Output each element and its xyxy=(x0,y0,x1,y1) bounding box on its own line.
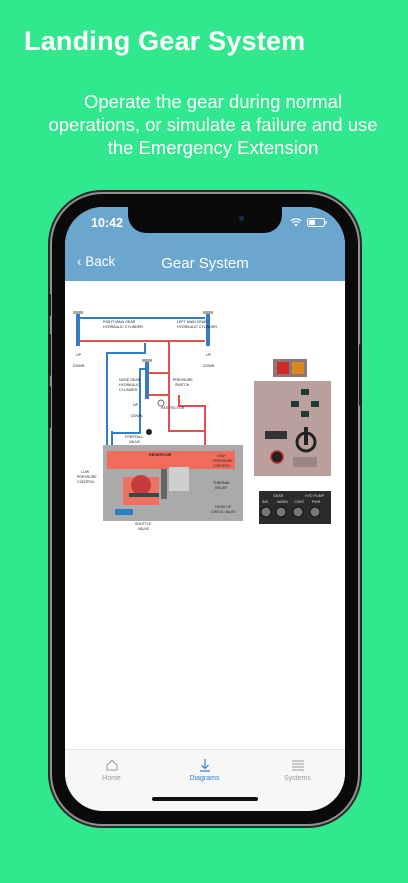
gear-diagram: RIGHT MAIN GEAR HYDRAULIC CYLINDER LEFT … xyxy=(73,311,331,531)
phone-frame: 10:42 ‹ Back Gear System xyxy=(48,194,362,824)
screen: 10:42 ‹ Back Gear System xyxy=(65,207,345,811)
breaker-ind-label: IND xyxy=(262,500,269,504)
down-label-nose: DOWN xyxy=(131,414,143,418)
camera-icon xyxy=(239,216,244,221)
gear-header: GEAR xyxy=(273,494,284,498)
home-icon xyxy=(106,759,117,771)
restrictor-label: RESTRICTOR xyxy=(161,406,185,410)
svg-text:NOSE GEAR: NOSE GEAR xyxy=(119,378,141,382)
down-label-left: DOWN xyxy=(203,364,215,368)
right-cyl-label: RIGHT MAIN GEAR HYDRAULIC CYLINDER xyxy=(103,320,143,329)
up-label-left: UP xyxy=(206,353,212,357)
volume-down-button xyxy=(48,386,51,428)
back-label: Back xyxy=(85,254,116,269)
list-icon xyxy=(291,760,304,771)
hydraulic-schematic: RIGHT MAIN GEAR HYDRAULIC CYLINDER LEFT … xyxy=(73,311,243,531)
pump-motor xyxy=(131,475,151,495)
svg-text:PRESSURE: PRESSURE xyxy=(213,459,233,463)
breaker-warn-label: WARN xyxy=(277,500,288,504)
breaker-cont[interactable] xyxy=(292,506,304,518)
battery-icon xyxy=(307,218,327,227)
down-label-right: DOWN xyxy=(73,364,85,368)
cockpit-panel: GEAR HYD PUMP IND WARN CONT PWR xyxy=(254,359,331,524)
shuttle-valve-label: SHUTTLE VALVE xyxy=(135,522,152,531)
reservoir xyxy=(107,451,235,469)
promo-title: Landing Gear System xyxy=(24,26,306,56)
volume-up-button xyxy=(48,334,51,376)
svg-text:HYDRAULIC CYLINDER: HYDRAULIC CYLINDER xyxy=(103,325,143,329)
download-icon xyxy=(199,759,210,772)
nav-bar: ‹ Back Gear System xyxy=(65,245,345,281)
svg-text:VALVE: VALVE xyxy=(138,527,150,531)
status-icons xyxy=(290,218,327,227)
back-button[interactable]: ‹ Back xyxy=(77,254,115,269)
silent-switch xyxy=(48,294,51,316)
thermal-relief-label: THERMAL RELIEF xyxy=(213,481,230,490)
tab-systems[interactable]: Systems xyxy=(251,750,344,800)
tab-home[interactable]: Home xyxy=(65,750,158,800)
tab-systems-label: Systems xyxy=(284,775,311,782)
svg-text:PRESSURE: PRESSURE xyxy=(173,378,193,382)
breaker-pwr[interactable] xyxy=(309,506,321,518)
svg-text:LOW: LOW xyxy=(81,470,90,474)
svg-text:SHUTTLE: SHUTTLE xyxy=(135,522,152,526)
gear-control-panel xyxy=(254,381,331,476)
wifi-icon xyxy=(290,218,302,227)
svg-text:THERMAL: THERMAL xyxy=(213,481,230,485)
tab-diagrams[interactable]: Diagrams xyxy=(158,750,251,800)
status-time: 10:42 xyxy=(91,216,123,230)
svg-text:LEFT MAIN GEAR: LEFT MAIN GEAR xyxy=(177,320,207,324)
breaker-cont-label: CONT xyxy=(294,500,305,504)
gear-warn-mute-light[interactable] xyxy=(292,362,304,374)
nav-title: Gear System xyxy=(161,255,249,272)
low-pressure-label: LOW PRESSURE CONTROL xyxy=(77,470,97,484)
breaker-pwr-label: PWR xyxy=(312,500,321,504)
breaker-warn[interactable] xyxy=(275,506,287,518)
svg-text:HIGH: HIGH xyxy=(217,454,226,458)
tab-diagrams-label: Diagrams xyxy=(189,775,220,782)
promo-subtitle: Operate the gear during normal operation… xyxy=(48,91,378,158)
svg-text:CONTROL: CONTROL xyxy=(213,464,231,468)
emer-gear-ext-knob[interactable] xyxy=(270,450,284,464)
freefall-valve-label: FREEFALL VALVE xyxy=(125,435,143,444)
svg-text:FREEFALL: FREEFALL xyxy=(125,435,143,439)
high-pressure-label: HIGH PRESSURE CONTROL xyxy=(213,454,233,468)
diagram-area: RIGHT MAIN GEAR HYDRAULIC CYLINDER LEFT … xyxy=(65,281,345,749)
tab-bar: Home Diagrams Systems xyxy=(65,749,345,811)
svg-text:HYDRAULIC CYLINDER: HYDRAULIC CYLINDER xyxy=(177,325,217,329)
home-indicator xyxy=(152,797,258,801)
tab-home-label: Home xyxy=(102,775,121,782)
reservoir-label: RESERVOIR xyxy=(149,453,172,457)
up-label-right: UP xyxy=(76,353,82,357)
svg-text:HYDRAULIC: HYDRAULIC xyxy=(119,383,140,387)
pressure-switch-label: PRESSURE SWITCH xyxy=(173,378,193,387)
up-label-nose: UP xyxy=(133,403,139,407)
svg-text:RELIEF: RELIEF xyxy=(215,486,228,490)
left-main-cylinder xyxy=(206,314,210,346)
nose-cylinder xyxy=(145,361,149,399)
gear-unsafe-light[interactable] xyxy=(277,362,289,374)
left-cyl-label: LEFT MAIN GEAR HYDRAULIC CYLINDER xyxy=(177,320,217,329)
freefall-valve xyxy=(146,429,152,435)
svg-text:SWITCH: SWITCH xyxy=(175,383,190,387)
breaker-ind[interactable] xyxy=(260,506,272,518)
nose-cyl-label: NOSE GEAR HYDRAULIC CYLINDER xyxy=(119,378,141,392)
svg-text:VALVE: VALVE xyxy=(129,440,141,444)
svg-text:GEAR UP: GEAR UP xyxy=(215,505,232,509)
power-button xyxy=(359,344,362,406)
hydpump-header: HYD PUMP xyxy=(305,494,325,498)
svg-text:CONTROL: CONTROL xyxy=(77,480,95,484)
svg-text:CHECK VALVE: CHECK VALVE xyxy=(211,510,236,514)
svg-text:CYLINDER: CYLINDER xyxy=(119,388,138,392)
right-main-cylinder xyxy=(76,314,80,346)
svg-text:RIGHT MAIN GEAR: RIGHT MAIN GEAR xyxy=(103,320,136,324)
chevron-left-icon: ‹ xyxy=(77,254,86,269)
notch xyxy=(128,207,282,233)
svg-text:PRESSURE: PRESSURE xyxy=(77,475,97,479)
check-valve-label: GEAR UP CHECK VALVE xyxy=(211,505,236,514)
